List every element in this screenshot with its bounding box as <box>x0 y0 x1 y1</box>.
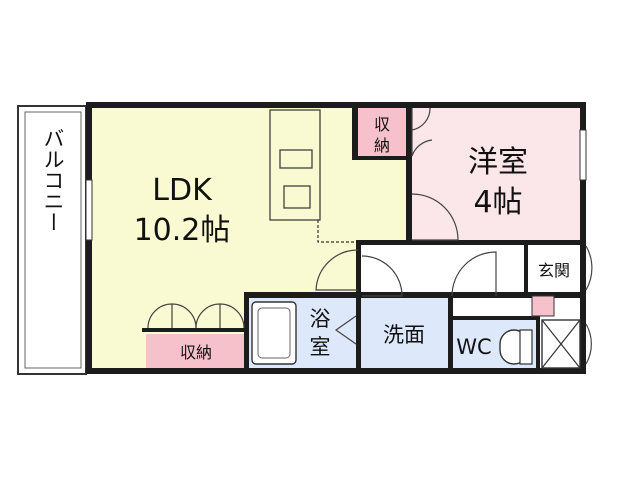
storage-small-label-1: 収 <box>374 115 390 134</box>
western-room <box>412 108 584 242</box>
western-name-label: 洋室 <box>468 145 528 180</box>
balcony-area <box>17 105 87 375</box>
balcony-label: バルコニー <box>41 128 65 233</box>
western-size-label: 4帖 <box>473 185 522 220</box>
storage-small <box>358 108 406 158</box>
storage-ldk-label: 収納 <box>180 343 212 362</box>
ldk-name-label: LDK <box>152 173 213 208</box>
storage-ldk <box>146 334 244 368</box>
washroom-label: 洗面 <box>383 323 425 347</box>
bath-label-2: 室 <box>310 335 331 359</box>
bath-label-1: 浴 <box>310 307 331 331</box>
washroom <box>360 298 448 370</box>
entrance-label: 玄関 <box>538 261 570 280</box>
wc-label: WC <box>456 335 491 359</box>
corridor <box>358 246 526 296</box>
ldk-size-label: 10.2帖 <box>134 213 231 248</box>
storage-small-label-2: 納 <box>374 136 390 155</box>
